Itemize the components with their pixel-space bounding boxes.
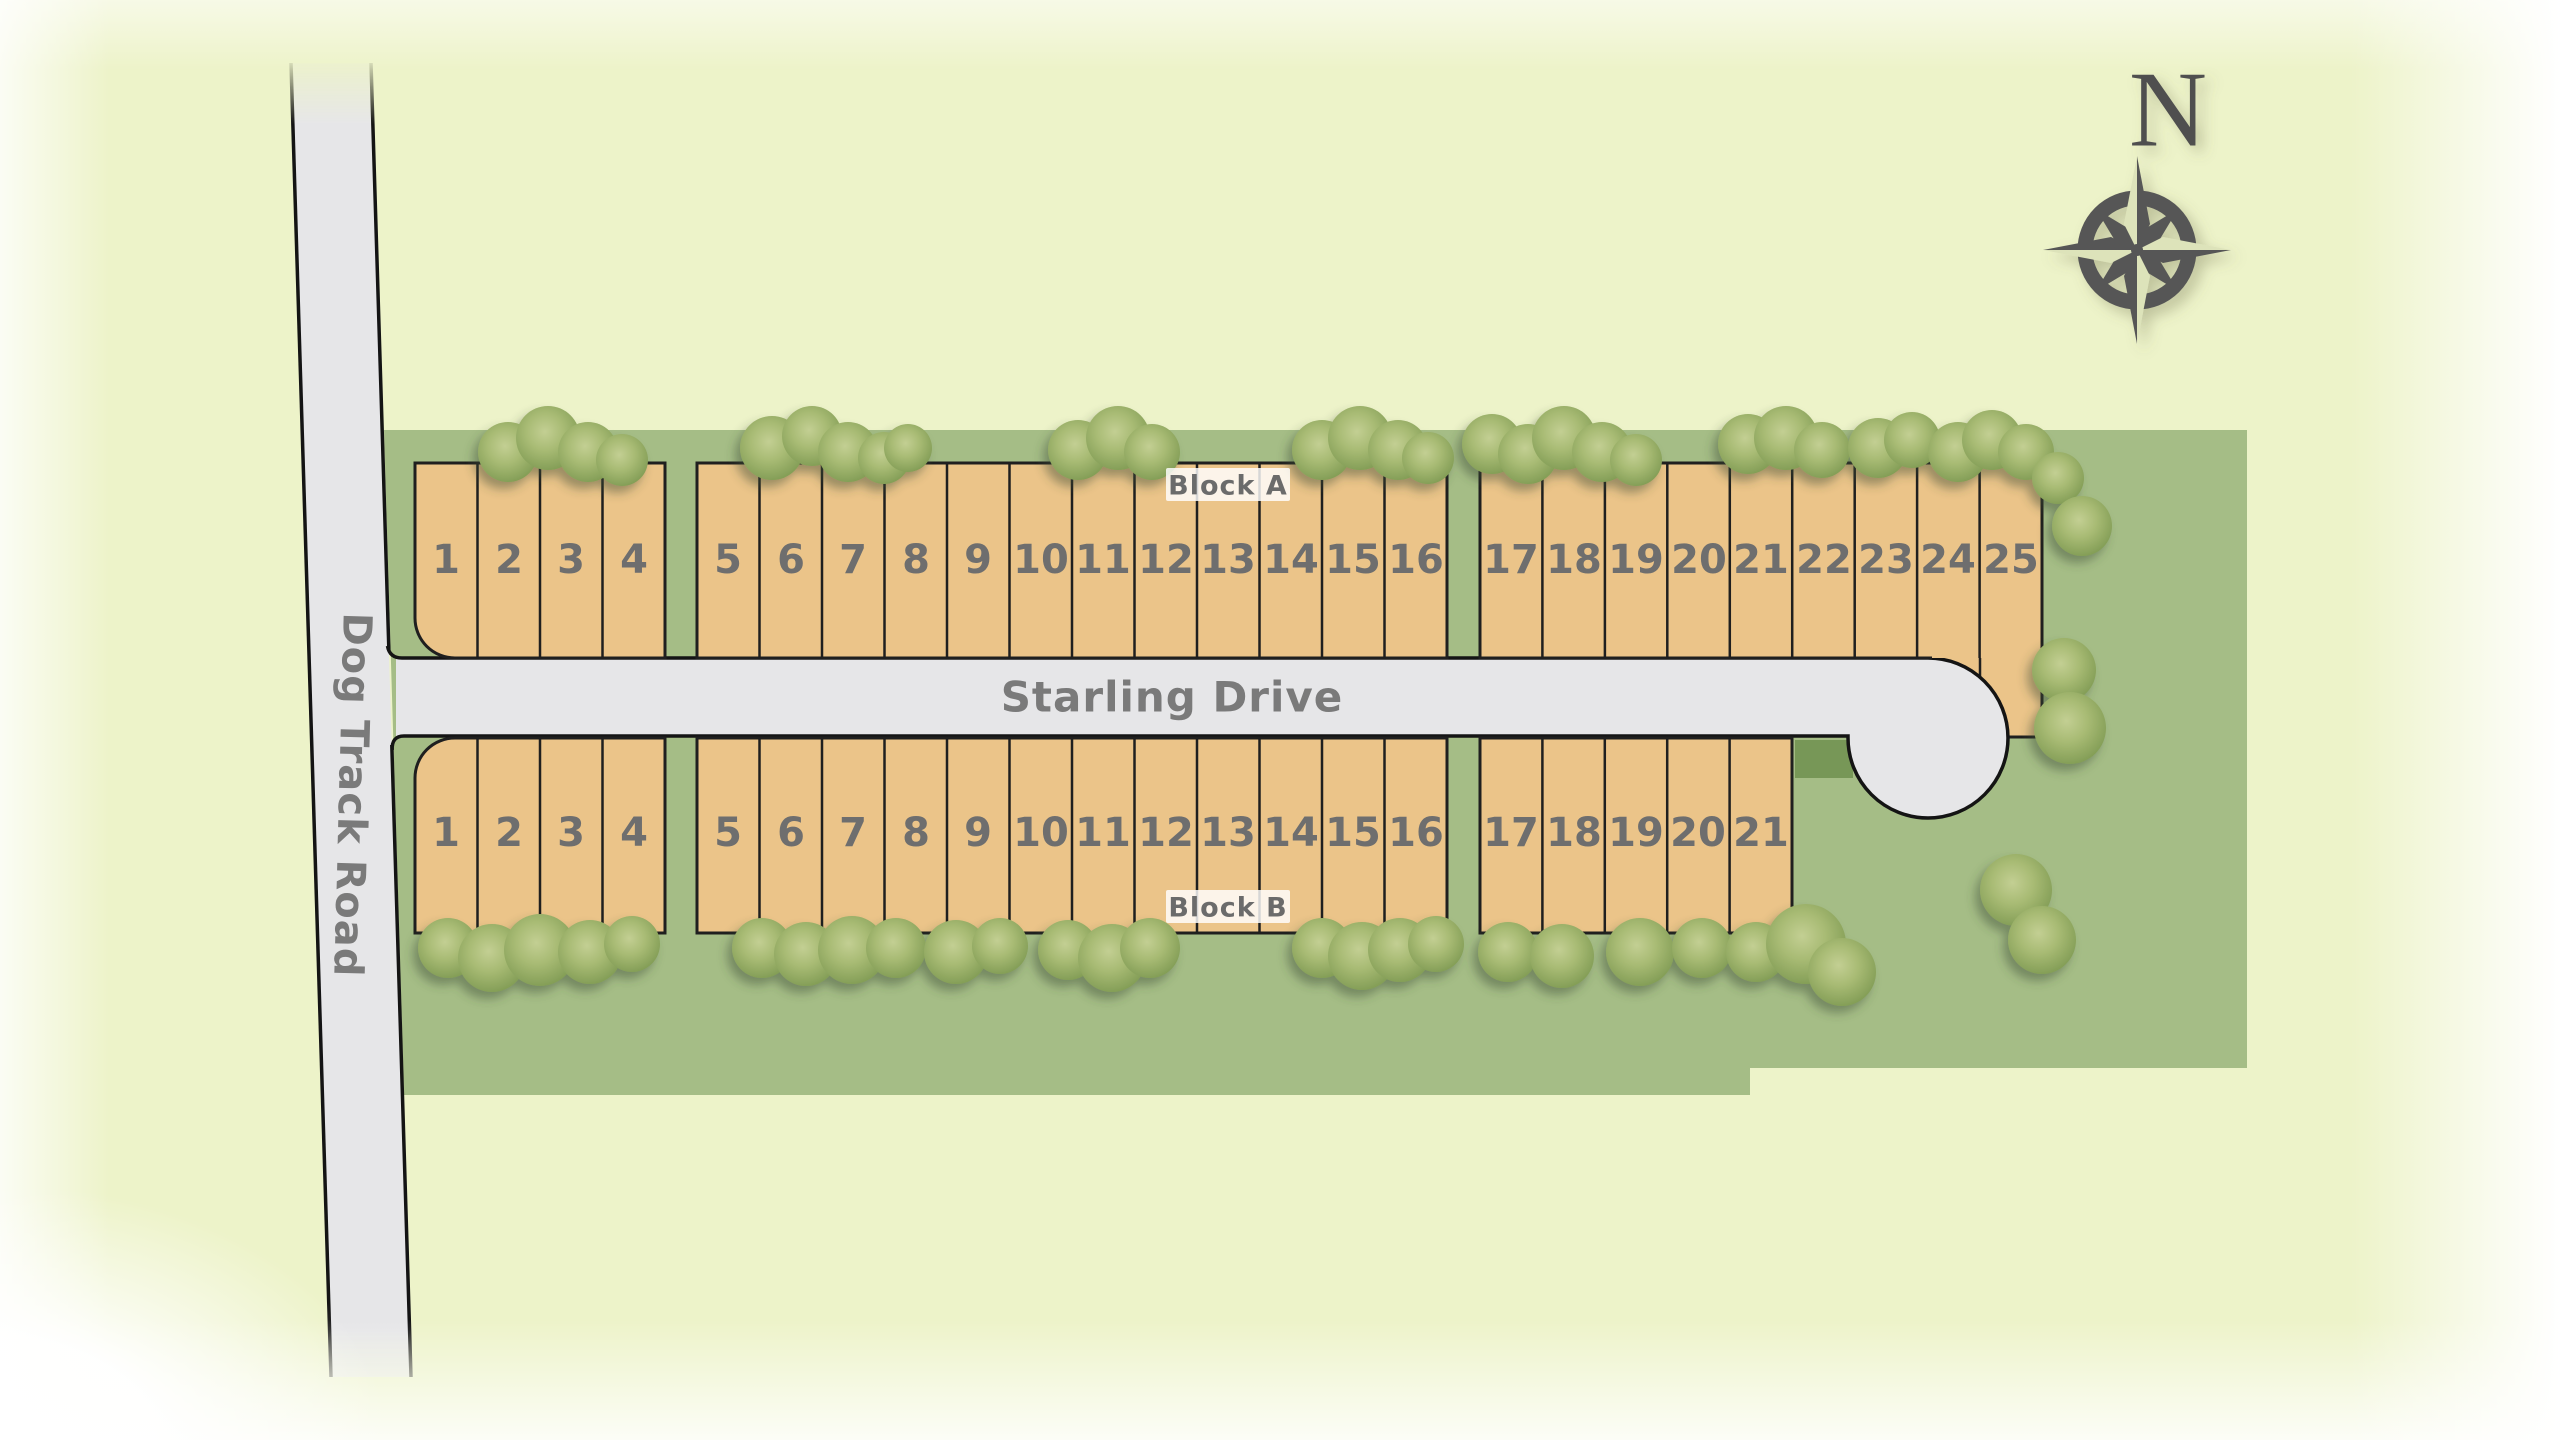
lot-number: 19 (1608, 537, 1664, 583)
lot-number: 17 (1483, 537, 1539, 583)
tree-icon (1794, 422, 1850, 478)
lot-number: 5 (714, 537, 742, 583)
north-label: N (2129, 51, 2207, 170)
block-a-label: Block A (1168, 471, 1288, 502)
lot-number: 22 (1796, 537, 1852, 583)
lot-number: 15 (1325, 537, 1381, 583)
block-b-label: Block B (1168, 893, 1287, 924)
dog-track-road-label: Dog Track Road (324, 612, 380, 978)
lot-number: 18 (1546, 810, 1602, 856)
tree-icon (1610, 434, 1662, 486)
lot-number: 19 (1608, 810, 1664, 856)
lot-number: 20 (1670, 810, 1726, 856)
lot-number: 13 (1200, 537, 1256, 583)
lot-number: 2 (495, 537, 523, 583)
lot-number: 2 (495, 810, 523, 856)
lot-number: 21 (1733, 537, 1789, 583)
lot-number: 21 (1733, 810, 1789, 856)
tree-icon (2032, 452, 2084, 504)
tree-icon (1808, 938, 1876, 1006)
tree-icon (604, 916, 660, 972)
lot-number: 15 (1325, 810, 1381, 856)
tree-icon (2034, 692, 2106, 764)
block-a-label-group: Block A (1166, 468, 1290, 502)
lot-number: 6 (777, 537, 805, 583)
lot-number: 16 (1388, 537, 1444, 583)
lot-number: 20 (1671, 537, 1727, 583)
lot-number: 1 (432, 810, 460, 856)
lot-number: 13 (1200, 810, 1256, 856)
tree-icon (596, 434, 648, 486)
lot-number: 11 (1075, 810, 1131, 856)
lot-number: 16 (1388, 810, 1444, 856)
lot-number: 5 (714, 810, 742, 856)
lot-number: 14 (1263, 810, 1319, 856)
grass-dark-patch (1795, 740, 1853, 778)
lot-number: 10 (1013, 537, 1069, 583)
lot-number: 9 (964, 537, 992, 583)
lot-number: 9 (964, 810, 992, 856)
lot-number: 10 (1013, 810, 1069, 856)
starling-drive-label: Starling Drive (1001, 673, 1344, 722)
tree-icon (1530, 924, 1594, 988)
lot-number: 11 (1075, 537, 1131, 583)
lot-number: 14 (1263, 537, 1319, 583)
lot-number: 12 (1138, 537, 1194, 583)
lot-number: 8 (902, 537, 930, 583)
lot-number: 3 (557, 810, 585, 856)
lot-number: 25 (1983, 537, 2039, 583)
lot-number: 23 (1858, 537, 1914, 583)
tree-icon (1478, 922, 1538, 982)
lot-number: 18 (1546, 537, 1602, 583)
lot-number: 12 (1138, 810, 1194, 856)
lot-number: 7 (839, 810, 867, 856)
tree-icon (2052, 496, 2112, 556)
block-b-label-group: Block B (1166, 890, 1290, 924)
tree-icon (2032, 638, 2096, 702)
lot-number: 7 (839, 537, 867, 583)
lot-number: 17 (1483, 810, 1539, 856)
lot-number: 3 (557, 537, 585, 583)
block-b-lot-numbers: 1 2 3 4 5 6 7 8 9 10 11 12 13 14 15 16 1… (432, 810, 1789, 856)
lot-number: 8 (902, 810, 930, 856)
tree-icon (1606, 918, 1674, 986)
tree-icon (1120, 918, 1180, 978)
lot-number: 4 (620, 537, 648, 583)
lot-number: 4 (620, 810, 648, 856)
tree-icon (1672, 918, 1732, 978)
lot-number: 24 (1920, 537, 1976, 583)
tree-icon (2008, 906, 2076, 974)
tree-icon (972, 918, 1028, 974)
lot-number: 1 (432, 537, 460, 583)
tree-icon (1402, 432, 1454, 484)
tree-icon (866, 918, 926, 978)
tree-icon (1408, 916, 1464, 972)
tree-icon (884, 424, 932, 472)
lot-number: 6 (777, 810, 805, 856)
